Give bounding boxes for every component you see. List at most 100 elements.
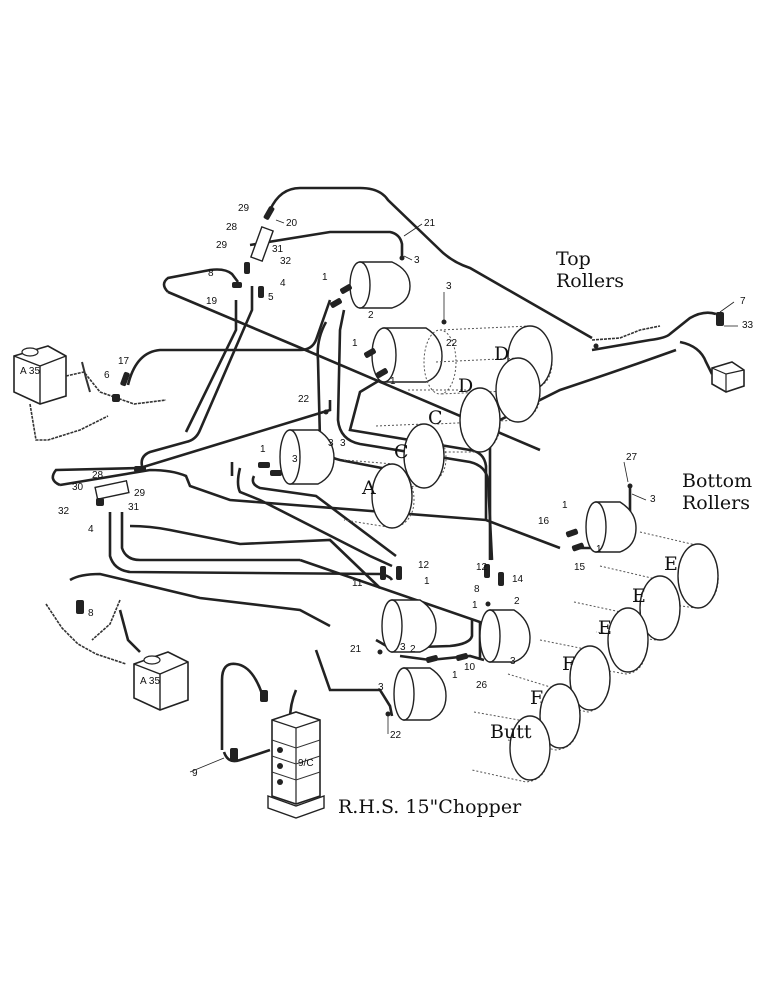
- roller-motor-top-1: [349, 261, 411, 309]
- callout-number: 3: [328, 438, 334, 449]
- roller-letter: E: [664, 553, 678, 575]
- callout-number: 3: [510, 656, 516, 667]
- callout-number: 12: [418, 560, 430, 571]
- callout-number: 1: [562, 500, 568, 511]
- callout-number: 27: [626, 452, 638, 463]
- callout-number: 3: [400, 642, 406, 653]
- callout-number: 14: [512, 574, 524, 585]
- diagram-title: R.H.S. 15"Chopper: [338, 796, 522, 818]
- callout-number: 22: [390, 730, 402, 741]
- callout-number: 15: [574, 562, 586, 573]
- roller-motor-f-lower: [381, 599, 437, 653]
- callout-number: 2: [410, 644, 416, 655]
- roller-d-lower: [435, 357, 541, 425]
- bottom-rollers-label: Bottom Rollers: [682, 470, 752, 514]
- roller-e-1: [635, 531, 719, 609]
- callout-number: 22: [446, 338, 458, 349]
- manifold-block-lower: [94, 479, 130, 501]
- callout-number: 29: [134, 488, 146, 499]
- roller-a: [343, 459, 415, 529]
- callout-number: 1: [390, 376, 396, 387]
- callout-number: 3: [414, 255, 420, 266]
- roller-letter: D: [494, 343, 509, 365]
- callout-number: 2: [368, 310, 374, 321]
- callout-number: 30: [72, 482, 84, 493]
- manifold-block-upper: [249, 226, 275, 262]
- top-rollers-label: Top Rollers: [556, 248, 624, 292]
- callout-numbers: 29 20 21 28 29 31 32 8 4 19 5 1 2 3 3 22…: [58, 203, 754, 779]
- roller-motor-f-upper: [479, 609, 531, 663]
- callout-number: 28: [92, 470, 104, 481]
- roller-letter: F: [530, 687, 543, 709]
- top-rollers-line1: Top: [556, 248, 591, 270]
- callout-number: 31: [272, 244, 284, 255]
- callout-number: 28: [226, 222, 238, 233]
- hose-network: [51, 186, 717, 763]
- callout-number: 31: [128, 502, 140, 513]
- callout-number: 17: [118, 356, 130, 367]
- callout-number: 21: [424, 218, 436, 229]
- callout-number: 3: [446, 281, 452, 292]
- pump-stack: 9/C: [267, 711, 325, 819]
- roller-motor-e: [585, 501, 637, 553]
- callout-number: 3: [650, 494, 656, 505]
- callout-number: 1: [472, 600, 478, 611]
- fittings: [76, 206, 724, 762]
- bottom-rollers-line1: Bottom: [682, 470, 753, 492]
- top-rollers-line2: Rollers: [556, 270, 624, 292]
- roller-c-upper: [408, 387, 501, 453]
- bottom-rollers-line2: Rollers: [682, 492, 750, 514]
- callout-number: 1: [424, 576, 430, 587]
- roller-group: [279, 261, 719, 783]
- callout-number: 1: [452, 670, 458, 681]
- callout-number: 4: [88, 524, 94, 535]
- roller-motor-a: [279, 429, 335, 485]
- roller-letter: F: [562, 653, 575, 675]
- solenoid-valve-right: [591, 325, 745, 393]
- callout-number: 4: [280, 278, 286, 289]
- pump-label: 9/C: [298, 758, 314, 769]
- callout-number: 3: [340, 438, 346, 449]
- callout-number: 8: [88, 608, 94, 619]
- callout-number: 26: [476, 680, 488, 691]
- leader-lines: [189, 219, 738, 773]
- callout-number: 11: [352, 578, 363, 589]
- roller-f-lower: [507, 673, 581, 751]
- callout-number: 21: [350, 644, 362, 655]
- roller-f-upper: [539, 639, 611, 713]
- callout-number: 1: [322, 272, 328, 283]
- roller-motor-butt: [393, 667, 447, 721]
- roller-letter: C: [428, 407, 443, 429]
- valve-block-lower: A 35: [45, 599, 189, 711]
- callout-number: 3: [378, 682, 384, 693]
- callout-number: 22: [298, 394, 310, 405]
- roller-letters: D D C C A E E E F F Butt: [361, 343, 678, 743]
- roller-butt: [471, 711, 551, 783]
- callout-number: 10: [464, 662, 476, 673]
- callout-number: 8: [208, 268, 214, 279]
- callout-number: 33: [742, 320, 754, 331]
- callout-number: 5: [268, 292, 274, 303]
- callout-number: 1: [596, 544, 602, 555]
- roller-letter: E: [598, 617, 612, 639]
- callout-number: 9: [192, 768, 198, 779]
- roller-letter: D: [458, 375, 473, 397]
- callout-number: 29: [216, 240, 228, 251]
- callout-number: 1: [352, 338, 358, 349]
- callout-number: 2: [514, 596, 520, 607]
- callout-number: 32: [280, 256, 292, 267]
- valve-label: A 35: [20, 366, 40, 377]
- roller-c-lower: [375, 423, 447, 489]
- roller-e-3: [569, 601, 649, 675]
- valve-block-upper: A 35: [13, 345, 167, 441]
- callout-number: 29: [238, 203, 250, 214]
- roller-letter: C: [394, 441, 409, 463]
- roller-letter: Butt: [490, 721, 532, 743]
- callout-number: 7: [740, 296, 746, 307]
- callout-number: 6: [104, 370, 110, 381]
- callout-number: 19: [206, 296, 218, 307]
- callout-number: 20: [286, 218, 298, 229]
- callout-number: 32: [58, 506, 70, 517]
- callout-number: 3: [292, 454, 298, 465]
